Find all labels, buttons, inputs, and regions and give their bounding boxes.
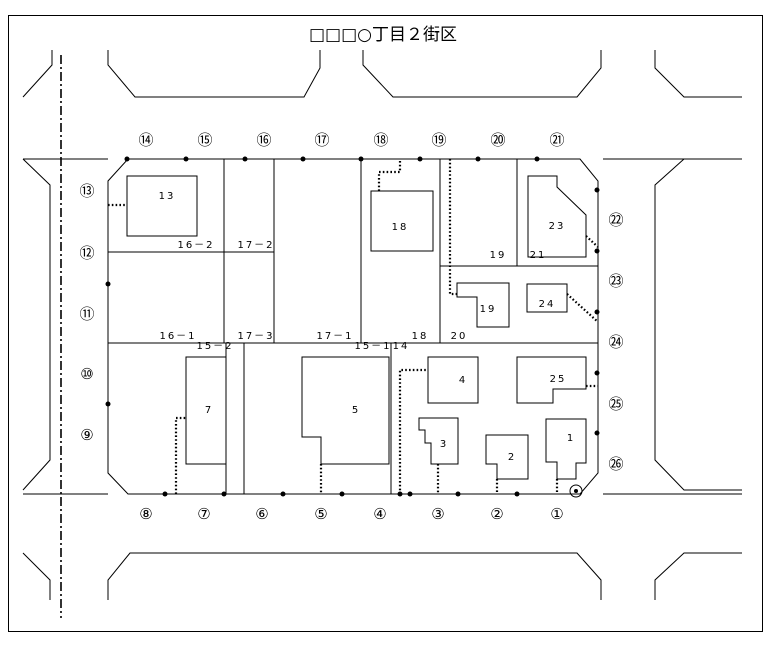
building-number-label: 2 — [508, 452, 516, 463]
building-number-label: 19 — [480, 304, 497, 315]
numbered-point-label: ㉔ — [608, 333, 623, 351]
numbered-point-label: ④ — [373, 505, 386, 523]
numbered-point-label: ⑭ — [138, 131, 153, 149]
lot-number-label: 17－3 — [237, 331, 274, 342]
numbered-point-label: ① — [550, 505, 563, 523]
building-number-label: 5 — [352, 405, 360, 416]
numbered-point-label: ⑫ — [79, 244, 94, 262]
building-number-label: 1 — [567, 433, 575, 444]
building-number-label: 3 — [440, 439, 448, 450]
numbered-point-label: ⑥ — [255, 505, 268, 523]
numbered-point-label: ⑨ — [80, 426, 93, 444]
building-number-label: 23 — [549, 221, 566, 232]
numbered-point-label: ⑩ — [80, 365, 93, 383]
building-number-label: 24 — [539, 299, 556, 310]
boundary-points — [105, 156, 600, 498]
building-number-label: 7 — [205, 405, 213, 416]
numbered-point-label: ② — [490, 505, 503, 523]
numbered-point-label: ㉓ — [608, 272, 623, 290]
lot-number-label: 16－2 — [177, 240, 214, 251]
numbered-point-label: ③ — [431, 505, 444, 523]
parcel-lines — [108, 159, 598, 494]
lot-number-label: 19 — [490, 250, 507, 261]
lot-number-label: 16－1 — [159, 331, 196, 342]
lot-number-label: 21 — [530, 250, 547, 261]
building-number-label: 4 — [459, 375, 467, 386]
map-frame — [8, 15, 763, 632]
numbered-point-label: ⑤ — [314, 505, 327, 523]
numbered-point-label: ⑪ — [79, 305, 94, 323]
lot-number-label: 18 — [412, 331, 429, 342]
surrounding-roads — [22, 50, 742, 600]
numbered-point-label: ⑱ — [373, 131, 388, 149]
numbered-point-label: ㉕ — [608, 395, 623, 413]
lot-number-label: 17－2 — [237, 240, 274, 251]
numbered-point-label: ⑲ — [431, 131, 446, 149]
numbered-point-label: ⑰ — [314, 131, 329, 149]
numbered-point-label: ⑧ — [139, 505, 152, 523]
building-number-label: 25 — [550, 374, 567, 385]
block-outline — [107, 158, 599, 495]
lot-number-label: 15－2 — [196, 341, 233, 352]
numbered-point-label: ⑮ — [197, 131, 212, 149]
building-number-label: 18 — [392, 222, 409, 233]
numbered-point-label: ㉒ — [608, 211, 623, 229]
map-title: □□□○丁目２街区 — [309, 25, 457, 45]
building-number-label: 13 — [159, 191, 176, 202]
numbered-point-label: ⑯ — [256, 131, 271, 149]
numbered-point-label: ⑦ — [197, 505, 210, 523]
service-lines — [108, 159, 599, 494]
lot-number-label: 20 — [451, 331, 468, 342]
lot-number-label: 15－1 — [354, 341, 391, 352]
numbered-point-label: ㉖ — [608, 455, 623, 473]
lot-number-label: 14 — [393, 341, 410, 352]
numbered-point-label: ⑬ — [79, 182, 94, 200]
lot-number-label: 17－1 — [316, 331, 353, 342]
numbered-point-label: ㉑ — [549, 131, 564, 149]
numbered-point-label: ⑳ — [490, 131, 505, 149]
